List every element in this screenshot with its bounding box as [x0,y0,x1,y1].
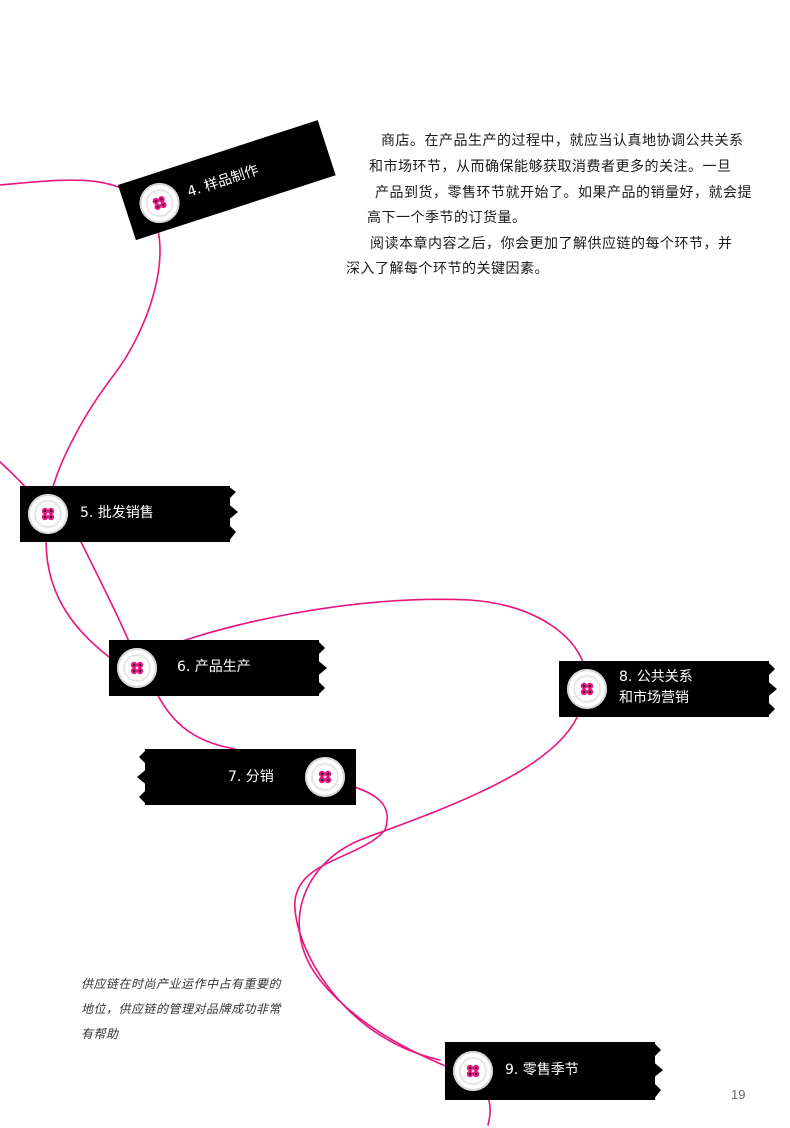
tag-label: 6. 产品生产 [177,657,251,678]
button-icon [134,178,184,228]
tag-pr-marketing: 8. 公共关系 和市场营销 [559,661,769,717]
paragraph-line: 深入了解每个环节的关键因素。 [346,256,549,282]
page-number: 19 [731,1087,745,1102]
caption-line: 供应链在时尚产业运作中占有重要的 [81,972,296,997]
tag-label: 9. 零售季节 [505,1060,579,1081]
tag-label: 4. 样品制作 [185,160,262,203]
tag-label: 8. 公共关系 [619,667,693,688]
tag-label: 5. 批发销售 [80,503,154,524]
thread-path [295,780,440,1060]
paragraph-line: 和市场环节，从而确保能够获取消费者更多的关注。一旦 [369,154,732,180]
caption-line: 有帮助 [81,1022,296,1047]
tag-production: 6. 产品生产 [109,640,319,696]
button-icon [28,494,68,534]
caption: 供应链在时尚产业运作中占有重要的 地位，供应链的管理对品牌成功非常 有帮助 [81,972,296,1047]
tag-label: 和市场营销 [619,688,689,709]
button-icon [567,669,607,709]
tag-distribution: 7. 分销 [145,749,356,805]
tag-label: 7. 分销 [228,767,274,788]
caption-line: 地位，供应链的管理对品牌成功非常 [81,997,296,1022]
paragraph-line: 高下一个季节的订货量。 [367,205,527,231]
button-icon [117,648,157,688]
button-icon [453,1051,493,1091]
tag-retail-season: 9. 零售季节 [445,1042,655,1100]
paragraph-line: 商店。在产品生产的过程中，就应当认真地协调公共关系 [381,128,744,154]
tag-wholesale: 5. 批发销售 [20,486,230,542]
button-icon [305,757,345,797]
paragraph-line: 阅读本章内容之后，你会更加了解供应链的每个环节，并 [370,231,733,257]
paragraph-line: 产品到货，零售环节就开始了。如果产品的销量好，就会提 [375,180,752,206]
